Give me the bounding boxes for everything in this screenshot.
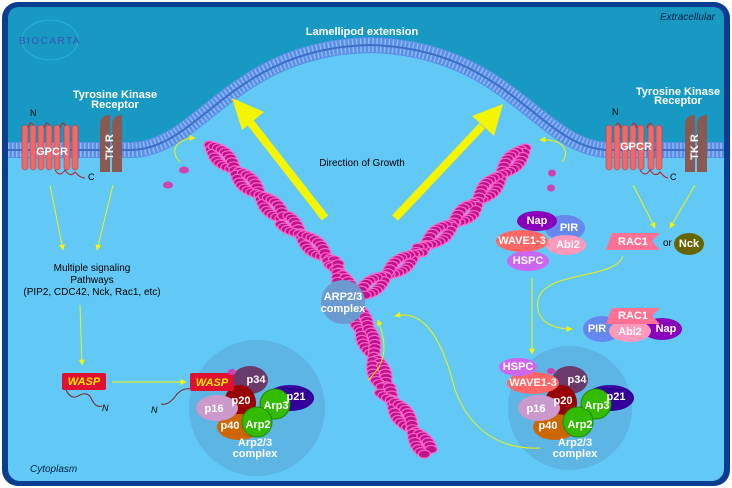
svg-text:p16: p16	[205, 403, 224, 415]
actin-filaments	[203, 140, 532, 459]
svg-text:p21: p21	[287, 391, 306, 403]
wave-arp23-complex: HSPC WAVE1-3 p34 p21 p20 p16 p40 Arp3 Ar…	[499, 346, 634, 470]
direction-of-growth-label: Direction of Growth	[319, 158, 405, 169]
svg-text:PIR: PIR	[560, 222, 578, 234]
rac1-protein: RAC1	[606, 233, 660, 250]
svg-text:Abi2: Abi2	[618, 326, 642, 338]
svg-text:Multiple signaling: Multiple signaling	[54, 263, 131, 274]
actin-subunit	[417, 449, 431, 459]
signal-arrow	[95, 184, 114, 251]
activation-arrow	[394, 311, 541, 449]
svg-text:N: N	[612, 107, 619, 117]
svg-text:Arp2: Arp2	[567, 419, 592, 431]
wave-complex: Nap PIR WAVE1-3 Abi2 HSPC	[496, 211, 586, 271]
svg-text:N: N	[151, 405, 158, 415]
svg-text:WASP: WASP	[68, 376, 101, 388]
svg-text:C: C	[88, 172, 95, 182]
svg-text:p20: p20	[554, 395, 573, 407]
svg-text:complex: complex	[321, 303, 367, 315]
svg-text:Tyrosine Kinase: Tyrosine Kinase	[636, 86, 720, 98]
svg-text:Nck: Nck	[679, 238, 700, 250]
svg-text:WASP: WASP	[196, 377, 229, 389]
svg-text:p34: p34	[568, 374, 588, 386]
tyrosine-kinase-receptor-right: TK R Tyrosine Kinase Receptor	[636, 86, 720, 172]
multiple-signaling-pathways-label: Multiple signaling Pathways (PIP2, CDC42…	[23, 263, 160, 298]
svg-text:WAVE1-3: WAVE1-3	[498, 235, 545, 247]
gpcr-left: GPCR N C	[21, 108, 95, 182]
svg-text:Receptor: Receptor	[91, 99, 139, 111]
actin-monomers-left	[163, 135, 196, 189]
svg-text:HSPC: HSPC	[513, 255, 544, 267]
growth-arrow-left	[232, 98, 329, 221]
rac1-wave-complex: RAC1 PIR Abi2 Nap	[583, 308, 682, 342]
svg-text:BIOCARTA: BIOCARTA	[19, 36, 81, 47]
wasp-arp23-complex: N WASP p34 p21 p20 p16 p40 Arp3 Arp2 Arp…	[151, 340, 325, 476]
svg-text:p40: p40	[221, 420, 240, 432]
cytoplasm-label: Cytoplasm	[30, 464, 77, 475]
svg-text:RAC1: RAC1	[618, 236, 648, 248]
svg-text:TK R: TK R	[689, 134, 701, 160]
arp23-complex-node: ARP2/3 complex	[321, 280, 367, 324]
svg-text:TK R: TK R	[104, 134, 116, 160]
svg-text:complex: complex	[233, 448, 279, 460]
svg-text:p34: p34	[247, 374, 267, 386]
gpcr-right: GPCR N C	[605, 107, 677, 182]
cell-membrane	[8, 36, 724, 158]
signal-arrow	[78, 304, 85, 366]
signal-arrow	[669, 184, 696, 229]
svg-text:GPCR: GPCR	[36, 146, 68, 158]
svg-text:HSPC: HSPC	[503, 361, 534, 373]
svg-text:p16: p16	[527, 403, 546, 415]
svg-text:ARP2/3: ARP2/3	[324, 291, 363, 303]
wasp-protein: WASP N	[62, 373, 109, 413]
svg-text:Tyrosine Kinase: Tyrosine Kinase	[73, 89, 157, 101]
activation-arrow	[367, 319, 385, 381]
svg-text:RAC1: RAC1	[618, 310, 648, 322]
growth-arrow-right	[392, 104, 503, 221]
svg-text:Arp2/3: Arp2/3	[558, 437, 592, 449]
svg-text:Pathways: Pathways	[70, 275, 113, 286]
svg-text:N: N	[30, 108, 37, 118]
svg-text:Arp2: Arp2	[245, 419, 270, 431]
tyrosine-kinase-receptor-left: TK R Tyrosine Kinase Receptor	[73, 89, 157, 172]
actin-monomers-right	[539, 136, 567, 192]
svg-text:Arp3: Arp3	[584, 400, 609, 412]
svg-text:GPCR: GPCR	[620, 141, 652, 153]
or-label: or	[663, 238, 673, 249]
svg-text:complex: complex	[553, 448, 599, 460]
extracellular-label: Extracellular	[660, 12, 716, 23]
nck-protein: Nck	[674, 233, 704, 255]
svg-text:(PIP2, CDC42, Nck, Rac1, etc): (PIP2, CDC42, Nck, Rac1, etc)	[23, 287, 160, 298]
svg-text:C: C	[670, 172, 677, 182]
svg-text:N: N	[102, 403, 109, 413]
svg-text:p40: p40	[539, 420, 558, 432]
svg-text:Nap: Nap	[527, 215, 548, 227]
svg-text:p21: p21	[607, 391, 626, 403]
svg-text:WAVE1-3: WAVE1-3	[509, 377, 556, 389]
svg-text:Nap: Nap	[656, 323, 677, 335]
signal-arrow	[49, 184, 65, 251]
svg-text:Abi2: Abi2	[556, 239, 580, 251]
svg-text:Receptor: Receptor	[654, 95, 702, 107]
actin-filament-main	[203, 140, 438, 459]
activation-arrow	[537, 255, 624, 332]
title-lamellipod-extension: Lamellipod extension	[306, 26, 419, 38]
svg-text:Arp2/3: Arp2/3	[238, 437, 272, 449]
svg-text:PIR: PIR	[588, 323, 606, 335]
signal-arrow	[632, 184, 656, 229]
svg-text:Arp3: Arp3	[263, 400, 288, 412]
biocarta-logo: BIOCARTA	[19, 19, 81, 61]
svg-text:p20: p20	[232, 395, 251, 407]
